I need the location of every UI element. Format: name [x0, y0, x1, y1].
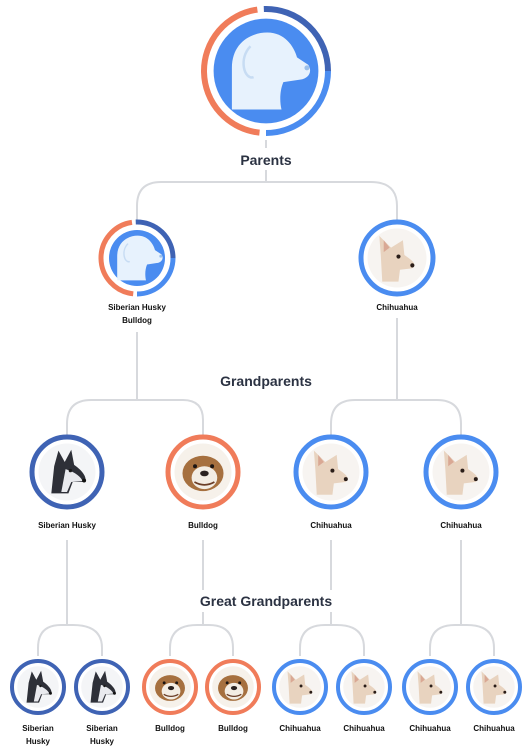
- grandparent-node[interactable]: [165, 434, 241, 510]
- grandparent-label-line: Siberian Husky: [38, 521, 96, 530]
- grandparent-label-line: Chihuahua: [440, 521, 482, 530]
- subject-dog[interactable]: [201, 6, 331, 136]
- great-grandparent-node[interactable]: [272, 659, 328, 715]
- husky-photo-icon: [17, 666, 59, 708]
- great-grandparent-label: Chihuahua: [270, 722, 330, 735]
- bulldog-photo-icon: [174, 443, 232, 501]
- grandparent-node[interactable]: [423, 434, 499, 510]
- bulldog-photo-icon: [212, 666, 254, 708]
- great-grandparent-label: Chihuahua: [400, 722, 460, 735]
- chihuahua-photo-icon: [343, 666, 385, 708]
- parent-label: Chihuahua: [352, 301, 442, 314]
- grandparent-label: Chihuahua: [416, 519, 506, 532]
- great-grandparent-label-line: Chihuahua: [279, 724, 321, 733]
- chihuahua-photo-icon: [367, 228, 427, 288]
- subject-avatar[interactable]: [201, 6, 331, 136]
- great-grandparent-label-line: Bulldog: [155, 724, 185, 733]
- grandparent-label: Chihuahua: [286, 519, 376, 532]
- parents-heading: Parents: [240, 152, 292, 168]
- great-grandparent-node[interactable]: [10, 659, 66, 715]
- husky-photo-icon: [81, 666, 123, 708]
- chihuahua-photo-icon: [279, 666, 321, 708]
- grandparent-label-line: Bulldog: [188, 521, 218, 530]
- chihuahua-photo-icon: [432, 443, 490, 501]
- great-grandparent-label-line: Husky: [89, 737, 114, 746]
- great-grandparents-heading: Great Grandparents: [199, 593, 333, 609]
- dog-silhouette-icon: [213, 18, 319, 124]
- parent-node[interactable]: [358, 219, 436, 297]
- great-grandparent-label-line: Bulldog: [218, 724, 248, 733]
- chihuahua-photo-icon: [473, 666, 515, 708]
- great-grandparent-node[interactable]: [466, 659, 522, 715]
- great-grandparents-row: [10, 659, 522, 715]
- bulldog-photo-icon: [149, 666, 191, 708]
- parent-node[interactable]: [98, 219, 176, 297]
- great-grandparent-node[interactable]: [142, 659, 198, 715]
- great-grandparent-label-line: Chihuahua: [343, 724, 385, 733]
- grandparent-node[interactable]: [293, 434, 369, 510]
- grandparent-label: Bulldog: [158, 519, 248, 532]
- great-grandparent-node[interactable]: [336, 659, 392, 715]
- dog-silhouette-icon: [109, 230, 165, 286]
- great-grandparent-label: Bulldog: [203, 722, 263, 735]
- chihuahua-photo-icon: [409, 666, 451, 708]
- grandparent-node[interactable]: [29, 434, 105, 510]
- tree-connectors: [37, 140, 495, 656]
- great-grandparent-label-line: Siberian: [86, 724, 118, 733]
- great-grandparent-label: Bulldog: [140, 722, 200, 735]
- husky-photo-icon: [38, 443, 96, 501]
- parent-label-line: Bulldog: [122, 316, 152, 325]
- parent-label-line: Siberian Husky: [108, 303, 166, 312]
- grandparent-label-line: Chihuahua: [310, 521, 352, 530]
- great-grandparent-label-line: Siberian: [22, 724, 54, 733]
- grandparent-label: Siberian Husky: [22, 519, 112, 532]
- chihuahua-photo-icon: [302, 443, 360, 501]
- parents-row: [98, 219, 436, 297]
- great-grandparent-node[interactable]: [74, 659, 130, 715]
- great-grandparent-label-line: Chihuahua: [473, 724, 515, 733]
- great-grandparent-label: Chihuahua: [334, 722, 394, 735]
- grandparents-row: [29, 434, 499, 510]
- parent-label-line: Chihuahua: [376, 303, 418, 312]
- grandparents-heading: Grandparents: [220, 373, 312, 389]
- great-grandparent-node[interactable]: [205, 659, 261, 715]
- great-grandparent-node[interactable]: [402, 659, 458, 715]
- great-grandparent-label: Chihuahua: [464, 722, 524, 735]
- great-grandparent-label-line: Husky: [25, 737, 50, 746]
- great-grandparent-label-line: Chihuahua: [409, 724, 451, 733]
